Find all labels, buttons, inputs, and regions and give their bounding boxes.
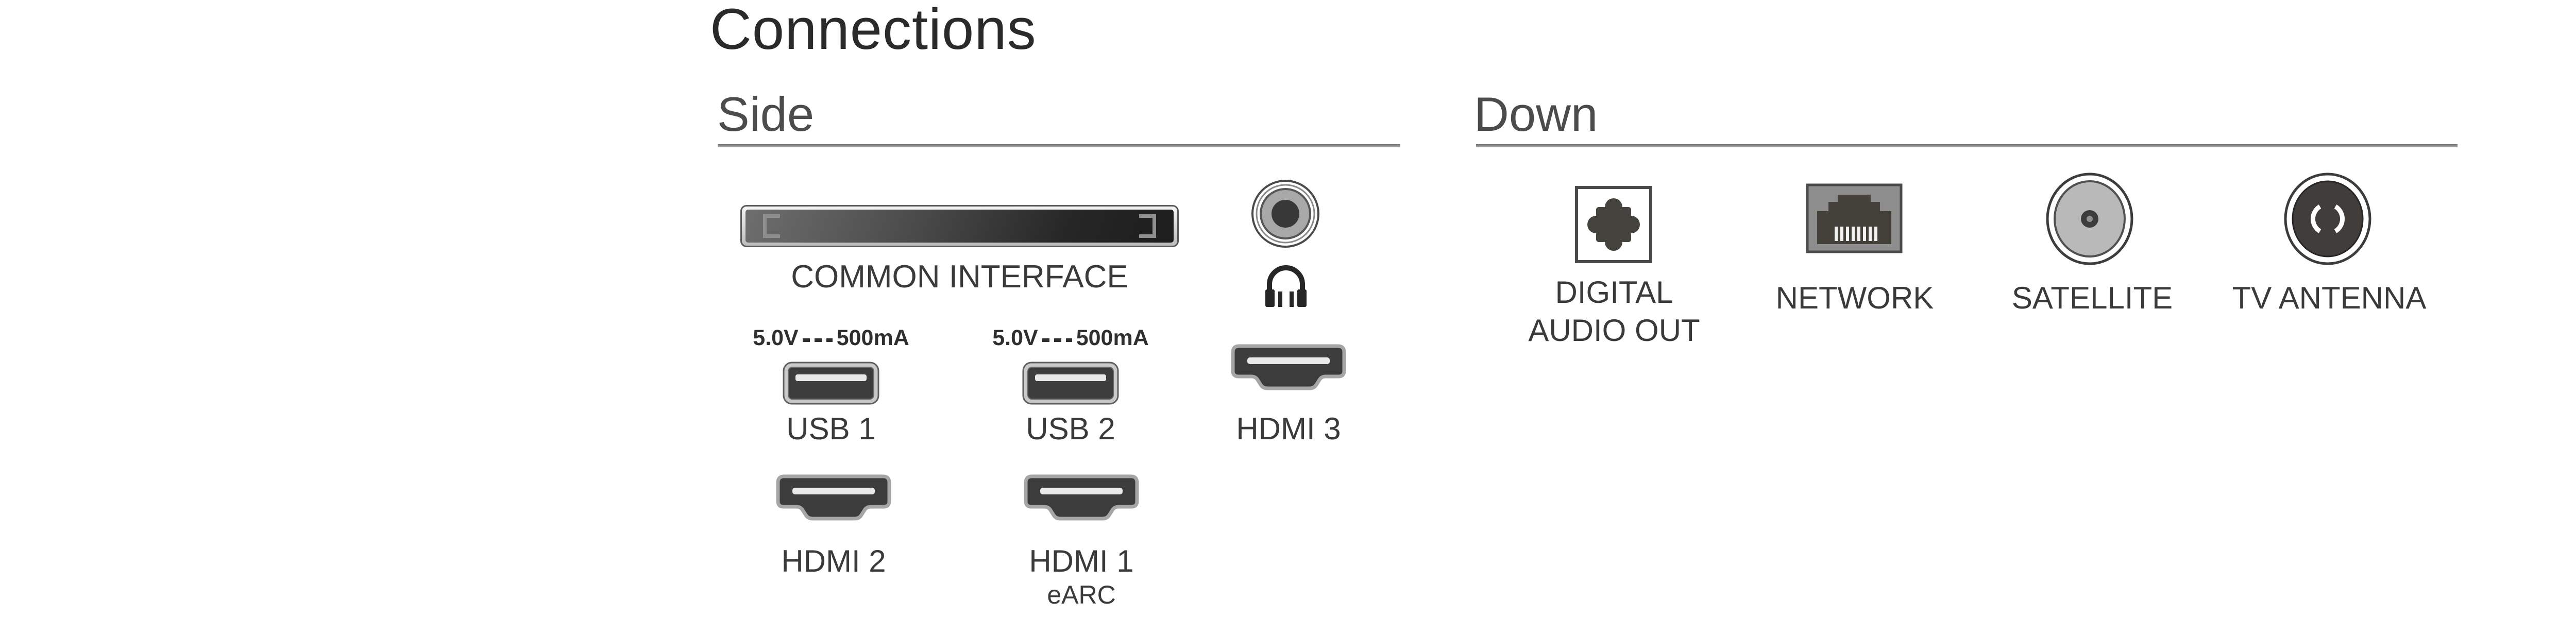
usb-port-icon-usb1 (783, 362, 879, 405)
satellite-label: SATELLITE (2011, 281, 2173, 315)
side-divider (718, 144, 1400, 147)
digital-audio-out-label-line2: AUDIO OUT (1528, 313, 1700, 348)
headphones-icon (1265, 265, 1307, 307)
tv-antenna-label: TV ANTENNA (2232, 281, 2427, 315)
usb1-label: USB 1 (786, 411, 876, 446)
usb2-label: USB 2 (1026, 411, 1115, 446)
hdmi-port-icon-hdmi3 (1231, 344, 1346, 390)
hdmi-port-icon-hdmi2 (776, 474, 891, 521)
slot-bracket-left (763, 214, 780, 238)
dc-symbol-icon (802, 338, 833, 342)
hdmi1-earc-label: eARC (1047, 580, 1116, 609)
slot-bracket-right (1139, 214, 1156, 238)
digital-audio-out-label-line1: DIGITAL (1555, 275, 1673, 310)
digital-audio-out-icon (1575, 186, 1652, 263)
hdmi2-label: HDMI 2 (781, 544, 886, 578)
section-heading-side: Side (717, 87, 815, 141)
down-divider (1476, 144, 2458, 147)
network-port-icon (1806, 183, 1903, 253)
usb1-current: 500mA (836, 325, 909, 350)
common-interface-slot-icon (740, 205, 1179, 247)
usb-port-icon-usb2 (1022, 362, 1119, 405)
dc-symbol-icon (1042, 338, 1072, 342)
usb1-voltage: 5.0V (753, 325, 799, 350)
common-interface-slot-cavity (745, 210, 1174, 243)
usb2-current: 500mA (1076, 325, 1149, 350)
tv-antenna-connector-icon (2284, 173, 2371, 265)
hdmi3-label: HDMI 3 (1236, 411, 1341, 446)
section-heading-down: Down (1474, 87, 1598, 141)
usb2-voltage: 5.0V (992, 325, 1038, 350)
hdmi-port-icon-hdmi1 (1024, 474, 1139, 521)
hdmi1-label: HDMI 1 (1029, 544, 1134, 578)
usb1-power-rating: 5.0V 500mA (723, 325, 939, 351)
satellite-connector-icon (2046, 173, 2133, 265)
usb2-power-rating: 5.0V 500mA (962, 325, 1179, 351)
page-title: Connections (710, 0, 1037, 61)
headphone-jack-icon (1251, 180, 1319, 248)
network-label: NETWORK (1775, 281, 1934, 315)
common-interface-label: COMMON INTERFACE (791, 259, 1128, 295)
